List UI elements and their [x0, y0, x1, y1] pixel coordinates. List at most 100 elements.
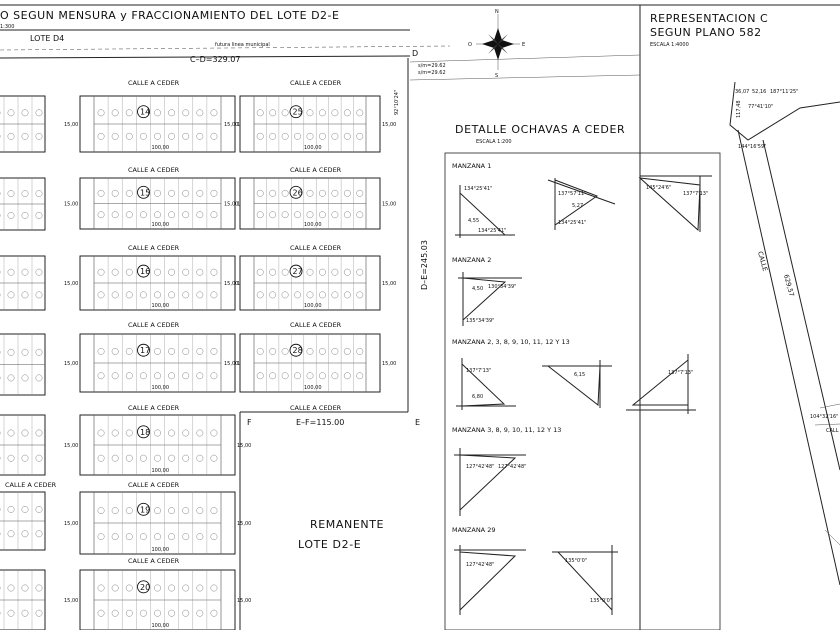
lot-marker — [168, 454, 176, 462]
ochava-angle: 135°0'0" — [590, 598, 612, 604]
lot-marker — [343, 211, 351, 219]
lot-marker — [125, 533, 133, 541]
detail-manzana-2: MANZANA 2 — [452, 256, 491, 264]
lot-marker — [111, 372, 119, 380]
right-panel-drawing: 36,07 52,16 187°11'25" 77°41'10" 117,48 … — [729, 81, 840, 586]
block-number-badge — [289, 105, 303, 119]
cd-boundary — [0, 55, 411, 59]
ochava-dim: 6,80 — [472, 394, 483, 400]
ochava-angle: 130°34'39" — [488, 284, 516, 290]
right-title-2: SEGUN PLANO 582 — [650, 26, 762, 39]
lot-marker — [331, 347, 339, 355]
lot-marker — [210, 429, 218, 437]
lot-marker — [97, 291, 105, 299]
lot-marker — [269, 109, 277, 117]
lot-marker — [306, 291, 314, 299]
lot-marker — [125, 454, 133, 462]
lot-marker — [319, 372, 326, 380]
lot-marker — [154, 268, 161, 276]
street-length: 100,00 — [152, 468, 170, 474]
street-length: 100,00 — [304, 145, 322, 151]
lot-marker — [356, 109, 364, 117]
lot-marker — [182, 533, 190, 541]
lot-marker — [306, 109, 314, 117]
block-number-badge — [289, 343, 303, 357]
lot-marker — [343, 347, 351, 355]
futura-linea-label: futura linea municipal — [215, 42, 270, 48]
lot-marker — [97, 429, 105, 437]
ochava-angle: 134°25'41" — [478, 228, 506, 234]
lot-marker — [97, 132, 105, 140]
lot-marker — [182, 211, 190, 219]
lot-marker — [281, 372, 289, 380]
block-number: 15 — [140, 188, 150, 197]
lot-marker — [125, 584, 133, 592]
right-angle-6: 104°32'16" — [810, 414, 838, 420]
lot-marker — [256, 347, 264, 355]
lot-marker — [168, 609, 176, 617]
lot-marker — [196, 109, 204, 117]
block-number: 18 — [140, 428, 150, 437]
lot-marker — [97, 507, 105, 514]
lot-marker — [97, 268, 105, 276]
lot-marker — [281, 109, 289, 117]
lot-marker — [281, 211, 289, 219]
lot-marker — [139, 454, 147, 462]
block-number: 27 — [293, 267, 303, 276]
street-label: CALLE A CEDER — [128, 404, 180, 412]
lot-marker — [256, 132, 264, 140]
ochava-angle: 137°7'13" — [668, 370, 693, 376]
lot-marker — [306, 211, 314, 219]
detail-title: DETALLE OCHAVAS A CEDER — [455, 123, 625, 136]
lot-marker — [182, 609, 190, 617]
lot-marker — [306, 132, 314, 140]
lot-marker — [256, 109, 264, 117]
lot-marker — [154, 347, 161, 355]
side-width: 15,00 — [224, 281, 238, 287]
blocks-layer: 14100,0015,0015,0025100,0015,0015,001510… — [0, 95, 396, 630]
lot-marker — [111, 584, 119, 592]
lot-marker — [125, 268, 133, 276]
lot-marker — [306, 189, 314, 197]
lot-marker — [331, 268, 339, 276]
ochava-triangle — [638, 177, 701, 232]
lot-marker — [154, 533, 161, 541]
block-number-badge — [289, 264, 303, 278]
lot-marker — [154, 189, 161, 197]
lot-marker — [111, 109, 119, 117]
block-number-badge — [137, 105, 150, 119]
lot-marker — [182, 268, 190, 276]
block-number: 20 — [140, 583, 150, 592]
lot-marker — [196, 507, 204, 514]
side-width: 15,00 — [64, 122, 78, 128]
lot-marker — [331, 132, 339, 140]
side-width: 15,00 — [382, 361, 396, 367]
lot-marker — [125, 211, 133, 219]
lot-marker — [343, 291, 351, 299]
lot-marker — [196, 347, 204, 355]
lot-marker — [97, 189, 105, 197]
block-number-badge — [137, 185, 150, 199]
ochava-angle: 127°42'48" — [498, 464, 526, 470]
side-width: 15,00 — [237, 598, 251, 604]
lot-marker — [97, 372, 105, 380]
right-calle-short: CALL — [826, 428, 839, 434]
lot-marker — [256, 189, 264, 197]
right-angle-3: 187°11'25" — [770, 89, 798, 95]
lot-marker — [269, 189, 277, 197]
angle-ne: 92°10'24" — [394, 90, 400, 115]
lot-marker — [319, 347, 326, 355]
lot-marker — [256, 372, 264, 380]
lot-marker — [125, 109, 133, 117]
block-number: 17 — [140, 346, 150, 355]
lot-marker — [196, 609, 204, 617]
right-len-2: 629,57 — [782, 273, 796, 297]
ef-dimension: E–F=115.00 — [296, 418, 344, 427]
street-length: 100,00 — [152, 145, 170, 151]
lot-marker — [182, 429, 190, 437]
lot-marker — [210, 347, 218, 355]
street-label: CALLE A CEDER — [290, 79, 342, 87]
ochava-dim: 6,15 — [574, 372, 585, 378]
